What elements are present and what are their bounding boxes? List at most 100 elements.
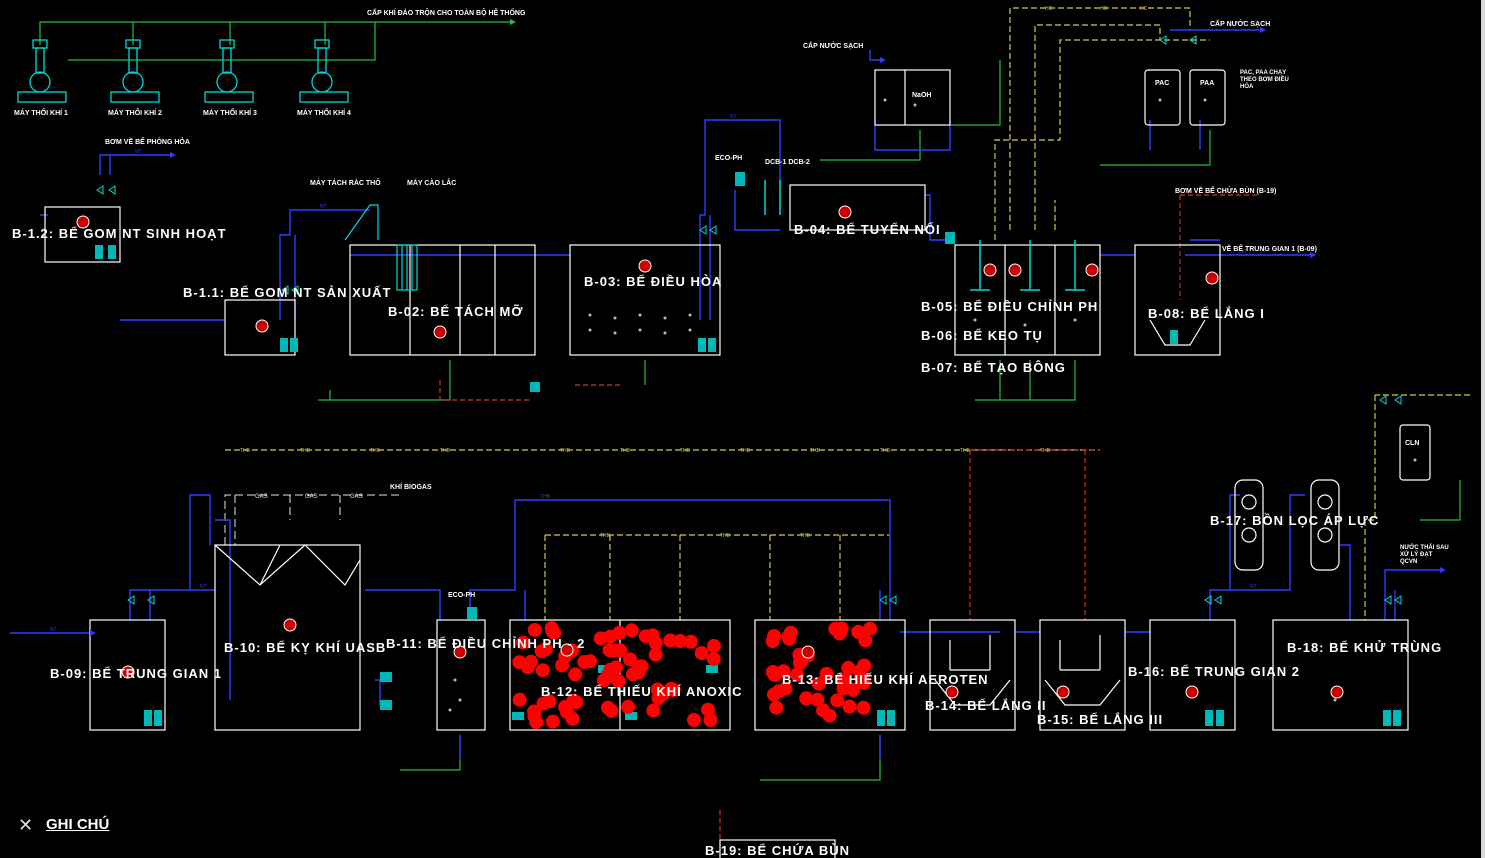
stage-b08: B-08: BỂ LẮNG I (1148, 306, 1265, 321)
aeration-bubble (816, 703, 831, 718)
aeration-bubble (512, 692, 527, 707)
aeration-bubble (655, 687, 670, 702)
stage-b06: B-06: BỂ KEO TỤ (921, 328, 1043, 343)
fine-screen-icon (344, 204, 418, 291)
aeration-bubble (577, 655, 592, 669)
aeration-bubble (811, 676, 826, 691)
legend-title: GHI CHÚ (46, 816, 110, 833)
aeration-bubble (621, 699, 636, 714)
fine-screen-label: MÁY CÀO LẮC (407, 180, 457, 187)
diffuser-bubbles (448, 98, 1417, 712)
filter-1-icon (1234, 479, 1264, 571)
svg-text:NT: NT (1240, 249, 1247, 255)
tank-b08 (1134, 244, 1221, 356)
close-icon[interactable]: ✕ (18, 815, 34, 835)
outlet-label: NƯỚC THẢI SAU XỬ LÝ ĐẠT QCVN (1400, 545, 1449, 565)
stage-b12x: B-12: BỂ THIẾU KHÍ ANOXIC (541, 684, 743, 699)
aeration-bubble (631, 665, 646, 680)
blower-3-label: MÁY THỔI KHÍ 3 (203, 110, 257, 117)
aeration-bubble (830, 693, 845, 708)
blower-4-icon (299, 39, 349, 103)
aeration-bubble (516, 635, 530, 650)
aeration-bubble (512, 655, 527, 670)
aeration-bubble (604, 703, 619, 718)
tank-b02 (349, 244, 536, 356)
stage-b02: B-02: BỂ TÁCH MỠ (388, 304, 524, 319)
pressure-filters (1234, 479, 1340, 571)
cln-label: CLN (1405, 440, 1420, 447)
svg-text:THB: THB (1040, 448, 1051, 454)
stage-b19: B-19: BỂ CHỨA BÙN (705, 843, 851, 858)
to-tg1-label: VỀ BỂ TRUNG GIAN 1 (B-09) (1222, 246, 1317, 253)
svg-text:THB: THB (810, 448, 821, 454)
svg-text:THB: THB (720, 533, 731, 539)
aeration-bubble (687, 713, 701, 727)
aeration-bubble (612, 625, 627, 640)
chem-tank-pac (1144, 69, 1181, 126)
tank-b14 (929, 619, 1016, 731)
stage-b11: B-1.1: BỂ GOM NT SẢN XUẤT (183, 285, 392, 300)
stage-b14: B-14: BỂ LẮNG II (925, 698, 1047, 713)
chemical-lines (225, 7, 1470, 620)
svg-text:NT: NT (50, 627, 57, 633)
aeration-bubble (858, 633, 873, 648)
svg-text:HC: HC (1140, 6, 1148, 12)
tank-b18 (1272, 619, 1409, 731)
stage-b15: B-15: BỂ LẮNG III (1037, 712, 1164, 727)
tank-b05-07 (954, 244, 1101, 356)
aeration-bubble (841, 660, 856, 675)
stage-b11x: B-11: BỂ ĐIỀU CHỈNH PH - 2 (386, 636, 586, 651)
aeration-bubble (834, 621, 849, 636)
eco-ph-2-label: ECO-PH (448, 592, 476, 599)
tanks (44, 69, 1431, 858)
aeration-bubble (819, 666, 834, 681)
filter-2-icon (1310, 479, 1340, 571)
aeration-bubble (648, 647, 663, 662)
svg-text:THB: THB (880, 448, 891, 454)
paa-label: PAA (1200, 80, 1215, 87)
aeration-bubble (799, 691, 814, 706)
aeration-bubble (790, 667, 805, 682)
aeration-bubble (852, 664, 867, 679)
aeration-bubble (558, 699, 573, 714)
aeration-bubble (538, 642, 553, 657)
svg-text:GAS: GAS (305, 494, 318, 500)
clean-water-2-label: CẤP NƯỚC SẠCH (1210, 21, 1271, 28)
aeration-bubble (623, 652, 638, 667)
tank-b16 (1149, 619, 1236, 731)
svg-text:NT: NT (320, 204, 327, 210)
stage-b13: B-13: BỂ HIẾU KHÍ AEROTEN (782, 672, 989, 687)
svg-text:GAS: GAS (350, 494, 363, 500)
blower-1-icon (17, 39, 67, 103)
aeration-bubble (609, 660, 623, 675)
svg-text:THB: THB (240, 448, 251, 454)
aeration-bubble (769, 700, 784, 715)
aeration-bubble (810, 692, 825, 707)
aeration-bubble (593, 631, 608, 646)
stage-b04: B-04: BỂ TUYỂN NỔI (794, 222, 941, 237)
aeration-bubble (842, 699, 857, 714)
gas-out-label: KHÍ BIOGAS (390, 484, 432, 491)
aeration-bubble (648, 636, 663, 650)
stage-b09: B-09: BỂ TRUNG GIAN 1 (50, 666, 222, 681)
stage-b16: B-16: BỂ TRUNG GIAN 2 (1128, 664, 1300, 679)
tank-b04 (789, 184, 926, 231)
mixers (764, 180, 1085, 291)
blower-2-icon (110, 39, 160, 103)
aeration-bubble (545, 714, 560, 729)
aeration-bubble (767, 629, 782, 643)
sludge-return-label: BƠM VỀ BỂ CHỨA BÙN (B-19) (1175, 188, 1277, 195)
svg-text:THB: THB (600, 533, 611, 539)
tank-b13 (754, 619, 906, 731)
stage-b10: B-10: BỂ KỴ KHÍ UASB (224, 640, 387, 655)
aeration-bubble (701, 702, 715, 717)
gas-lines (224, 494, 400, 545)
blower-4-label: MÁY THỔI KHÍ 4 (297, 110, 351, 117)
stage-b07: B-07: BỂ TẠO BÔNG (921, 360, 1066, 375)
eco-ph-1-label: ECO-PH (715, 155, 743, 162)
aeration-bubble (776, 664, 791, 679)
window-scroll-edge (1481, 0, 1485, 858)
